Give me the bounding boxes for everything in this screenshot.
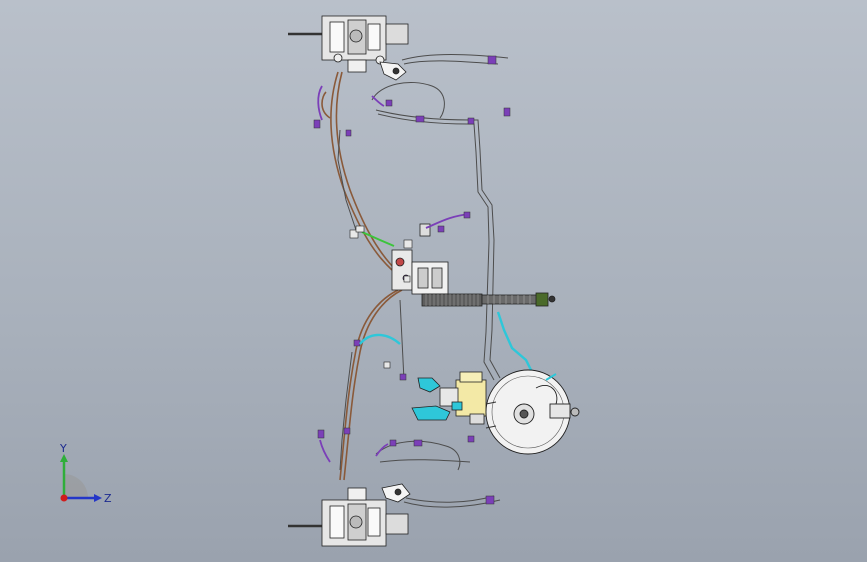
- reservoir: [455, 379, 487, 417]
- z-axis-arrow: [94, 494, 102, 502]
- bottom-caliper-assembly[interactable]: [288, 483, 411, 547]
- actuator-rod[interactable]: [421, 292, 556, 307]
- triad-plane: [64, 474, 88, 498]
- central-manifold[interactable]: [391, 223, 449, 295]
- threaded-section: [421, 293, 483, 307]
- cyan-inlet-fitting: [411, 405, 451, 421]
- master-cylinder[interactable]: [411, 371, 487, 425]
- brake-booster[interactable]: [485, 369, 580, 455]
- small-brackets: [349, 225, 413, 369]
- cyan-hoses: [359, 311, 538, 381]
- pushrod-mount: [549, 403, 571, 419]
- green-tube-segment: [361, 231, 395, 247]
- y-axis-label: Y: [59, 442, 67, 455]
- y-axis-arrow: [60, 454, 68, 462]
- brake-lines-copper: [321, 71, 403, 481]
- purple-hoses: [317, 85, 471, 463]
- x-axis-dot: [60, 494, 68, 502]
- clip-markers: [313, 55, 511, 505]
- z-axis-label: Z: [104, 492, 112, 505]
- top-caliper-assembly[interactable]: [288, 15, 409, 81]
- hydraulic-tubes: [337, 54, 509, 508]
- orientation-triad: Y Z: [59, 442, 112, 505]
- rod-end-cap: [535, 292, 549, 307]
